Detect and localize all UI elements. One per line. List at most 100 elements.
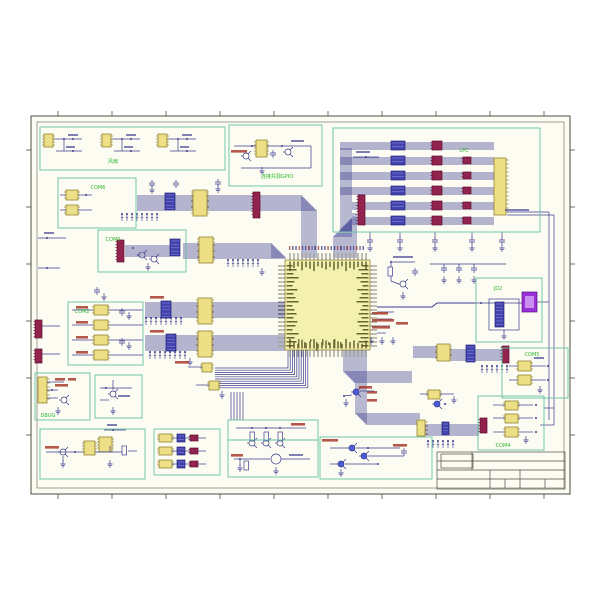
junction-dot xyxy=(281,145,283,147)
section-dbug: DBUG xyxy=(34,372,91,421)
resistor-network xyxy=(390,185,406,196)
ic-pin-label xyxy=(329,261,331,268)
ic-pin-label xyxy=(345,261,347,272)
ic-pin-label xyxy=(356,333,369,335)
section-jd2-box xyxy=(475,277,543,343)
bus-line xyxy=(254,197,305,258)
section-box-e xyxy=(319,436,433,480)
section-lpc-label: LPC xyxy=(459,148,469,154)
pin-net-mark xyxy=(330,246,332,250)
wire xyxy=(65,394,70,399)
net-label xyxy=(150,296,164,299)
pin-net-mark xyxy=(324,246,326,250)
chip xyxy=(197,297,213,325)
pin-header xyxy=(462,201,472,210)
ic-pin-label xyxy=(321,261,323,268)
bus-line xyxy=(361,350,420,421)
junction-dot xyxy=(105,387,107,389)
pin-header xyxy=(462,216,472,225)
chip xyxy=(517,374,532,386)
connector xyxy=(37,376,48,404)
junction-dot xyxy=(535,404,537,406)
ic-pin-label xyxy=(305,342,307,349)
small-label xyxy=(107,424,117,426)
junction-dot xyxy=(130,150,132,152)
pin-header xyxy=(431,170,443,181)
ic-inner-mark xyxy=(298,339,300,348)
bus-line xyxy=(254,207,315,258)
resistor xyxy=(243,460,249,471)
ic-pin-label xyxy=(357,321,369,323)
wire xyxy=(65,401,70,406)
s-curve-wire xyxy=(377,302,476,308)
ic-pin-label xyxy=(357,289,369,291)
ic-pin-label xyxy=(321,342,323,349)
net-label xyxy=(45,446,59,449)
pin-header xyxy=(431,215,443,226)
ic-pin-label xyxy=(359,325,369,327)
wire xyxy=(289,146,294,151)
chip xyxy=(93,319,109,331)
small-label xyxy=(44,232,54,234)
net-label xyxy=(367,391,377,394)
chip xyxy=(208,380,220,391)
section-dbug-label: DBUG xyxy=(41,413,56,419)
ic-pin-label xyxy=(286,297,296,299)
resistor-network xyxy=(176,433,186,443)
ic-pin-label xyxy=(361,273,369,275)
bus-line xyxy=(352,213,357,258)
title-block-cell xyxy=(440,453,474,469)
pin-net-mark xyxy=(311,246,313,250)
bus-line xyxy=(215,350,289,369)
pin-net-mark xyxy=(308,246,310,250)
small-label xyxy=(66,146,75,148)
ic-pin-label xyxy=(362,329,369,331)
ic-pin-label xyxy=(357,342,359,349)
ic-pin-label xyxy=(301,261,303,271)
section-lpc: LPC xyxy=(332,127,541,233)
ic-pin-label xyxy=(341,261,343,267)
ic-pin-label xyxy=(349,342,351,349)
bus-line xyxy=(357,350,420,417)
section-com2-box xyxy=(67,301,144,366)
ic-pin-label xyxy=(357,261,359,268)
wire xyxy=(114,388,119,393)
bus-line xyxy=(254,199,307,258)
section-com6: COM6 xyxy=(57,177,137,229)
section-gpio-label: 连接共源GPIO xyxy=(261,173,293,180)
wire xyxy=(342,458,347,463)
bus-line xyxy=(347,350,412,377)
ic-pin-label xyxy=(349,261,351,268)
bus-line xyxy=(335,233,352,258)
bus-line xyxy=(351,350,412,381)
net-label xyxy=(150,330,164,333)
section-com0: COM0 xyxy=(97,229,187,273)
section-gpio: 连接共源GPIO xyxy=(228,124,323,187)
junction-dot xyxy=(444,403,446,405)
junction-dot xyxy=(72,150,74,152)
bus-line xyxy=(349,219,352,258)
chip xyxy=(65,189,79,201)
net-label xyxy=(322,439,338,442)
wire xyxy=(289,153,294,158)
junction-dot xyxy=(535,417,537,419)
resistor xyxy=(277,431,283,442)
pin-net-mark xyxy=(349,246,352,250)
schematic-artwork xyxy=(26,111,575,499)
section-com5-label: COM5 xyxy=(525,352,540,358)
pin-header xyxy=(189,460,199,468)
net-label xyxy=(359,386,372,389)
chip xyxy=(93,304,109,316)
wire xyxy=(357,393,362,398)
ic-pin-label xyxy=(286,341,297,343)
section-box-d-box xyxy=(153,428,221,476)
chip xyxy=(93,334,109,346)
section-lpc-box xyxy=(332,127,541,233)
section-box-c-box xyxy=(39,428,146,480)
wire xyxy=(404,285,409,290)
section-com0-label: COM0 xyxy=(106,237,121,243)
section-com4-label: COM4 xyxy=(496,443,511,449)
sheet-inner-border xyxy=(36,121,565,489)
pin-header xyxy=(189,447,199,455)
